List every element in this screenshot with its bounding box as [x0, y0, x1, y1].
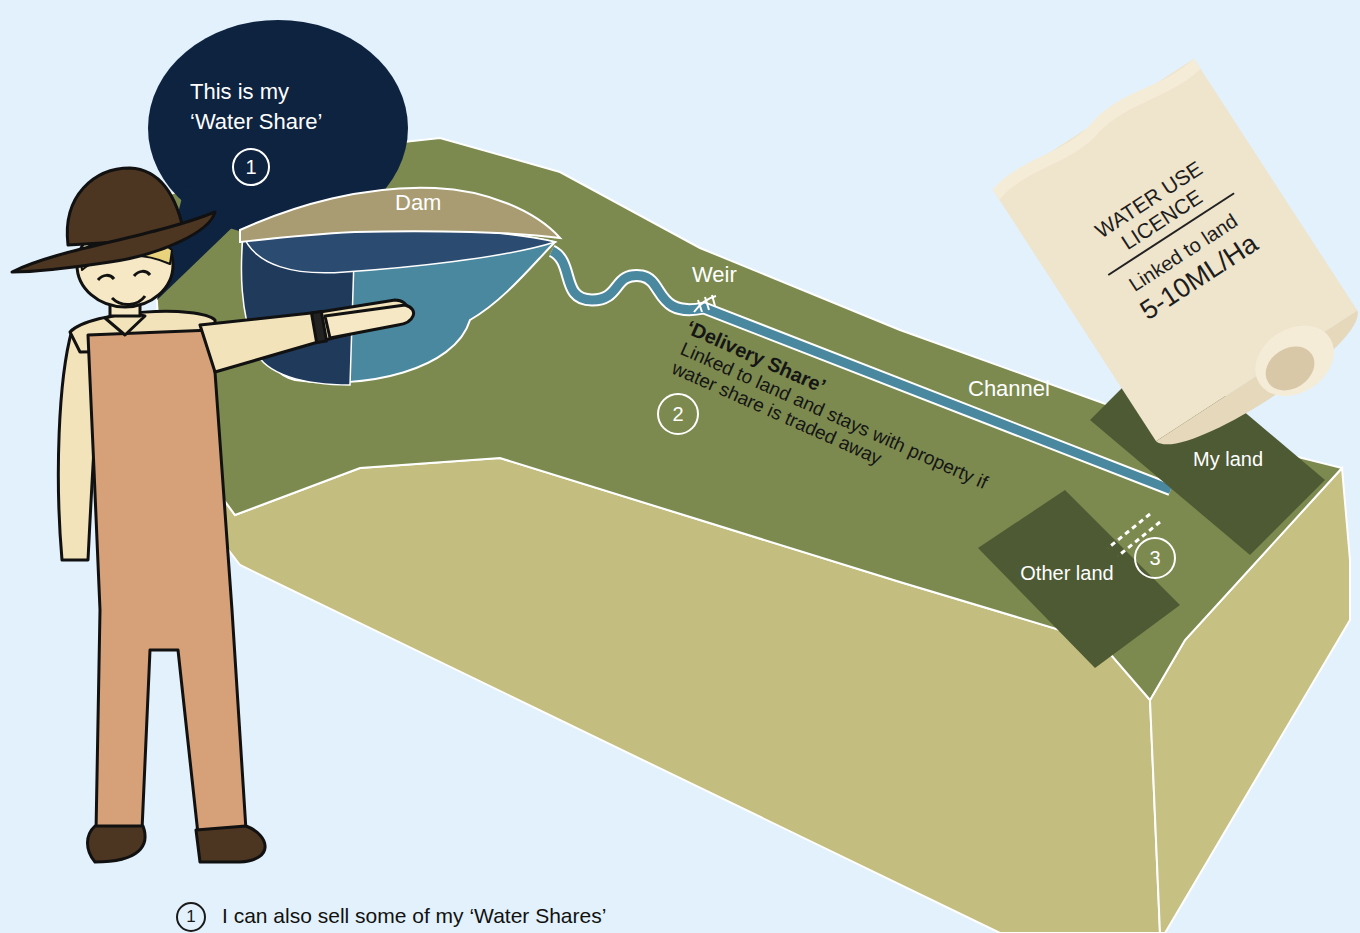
callout-circle: 2 — [657, 393, 699, 435]
farmer-hair — [80, 237, 172, 270]
farmer-boot — [88, 826, 146, 862]
speech-text: This is my ‘Water Share’ — [190, 77, 355, 137]
dotted-channel-link — [1108, 514, 1160, 556]
farmer-neck — [110, 292, 140, 316]
scroll-body — [990, 54, 1360, 475]
farmer-wristband — [311, 311, 326, 342]
farmer-boot — [196, 826, 265, 862]
farmer — [12, 168, 414, 862]
licence-scroll: WATER USE LICENCELinked to land5-10ML/Ha — [990, 40, 1320, 460]
scroll-roll — [1242, 311, 1347, 410]
land-label: My land — [1178, 448, 1278, 471]
farmer-eye — [134, 271, 150, 276]
land-shape — [978, 490, 1180, 668]
farmer-face — [77, 223, 173, 307]
farmer-left-arm — [58, 330, 100, 560]
licence-scroll-outline — [990, 40, 1320, 460]
land-parcel: Other land — [975, 485, 1185, 675]
callout-number: 1 — [178, 904, 204, 930]
weir-line — [694, 296, 716, 312]
dotted-line — [1118, 522, 1160, 556]
bubble-tail — [157, 185, 240, 300]
farmer-right-arm — [200, 300, 409, 372]
channel-label: Channel — [968, 376, 1050, 402]
callout-circle: 1 — [176, 902, 206, 932]
hat-crown — [67, 168, 185, 245]
weir-label: Weir — [692, 262, 737, 288]
weir-line — [705, 297, 709, 310]
callout-number: 1 — [234, 150, 268, 184]
scroll-roll-inner — [1257, 338, 1322, 400]
dam: Dam — [235, 180, 565, 395]
land-shape — [1090, 345, 1325, 555]
farmer-collar — [105, 312, 145, 335]
callout-number: 2 — [659, 395, 697, 433]
callout-circle: 1 — [232, 148, 270, 186]
callout-circle: 3 — [1134, 537, 1176, 579]
dam-label: Dam — [395, 190, 441, 216]
land-label: Other land — [1012, 562, 1122, 585]
weir-line — [712, 295, 715, 306]
farmer-overalls — [88, 330, 246, 834]
weir-symbol — [694, 295, 716, 312]
farmer-hand — [325, 305, 414, 338]
footnote-text: I can also sell some of my ‘Water Shares… — [222, 904, 606, 928]
farmer-eye — [98, 275, 114, 280]
weir-line — [698, 300, 702, 312]
dotted-line — [1108, 514, 1150, 548]
delivery-share-note: Linked to land and stays with property i… — [669, 338, 1033, 531]
farmer-smile — [112, 296, 145, 305]
callout-number: 3 — [1136, 539, 1174, 577]
dam-bank — [240, 188, 560, 242]
hat-brim — [12, 212, 215, 272]
farmer-shirt — [70, 311, 215, 352]
